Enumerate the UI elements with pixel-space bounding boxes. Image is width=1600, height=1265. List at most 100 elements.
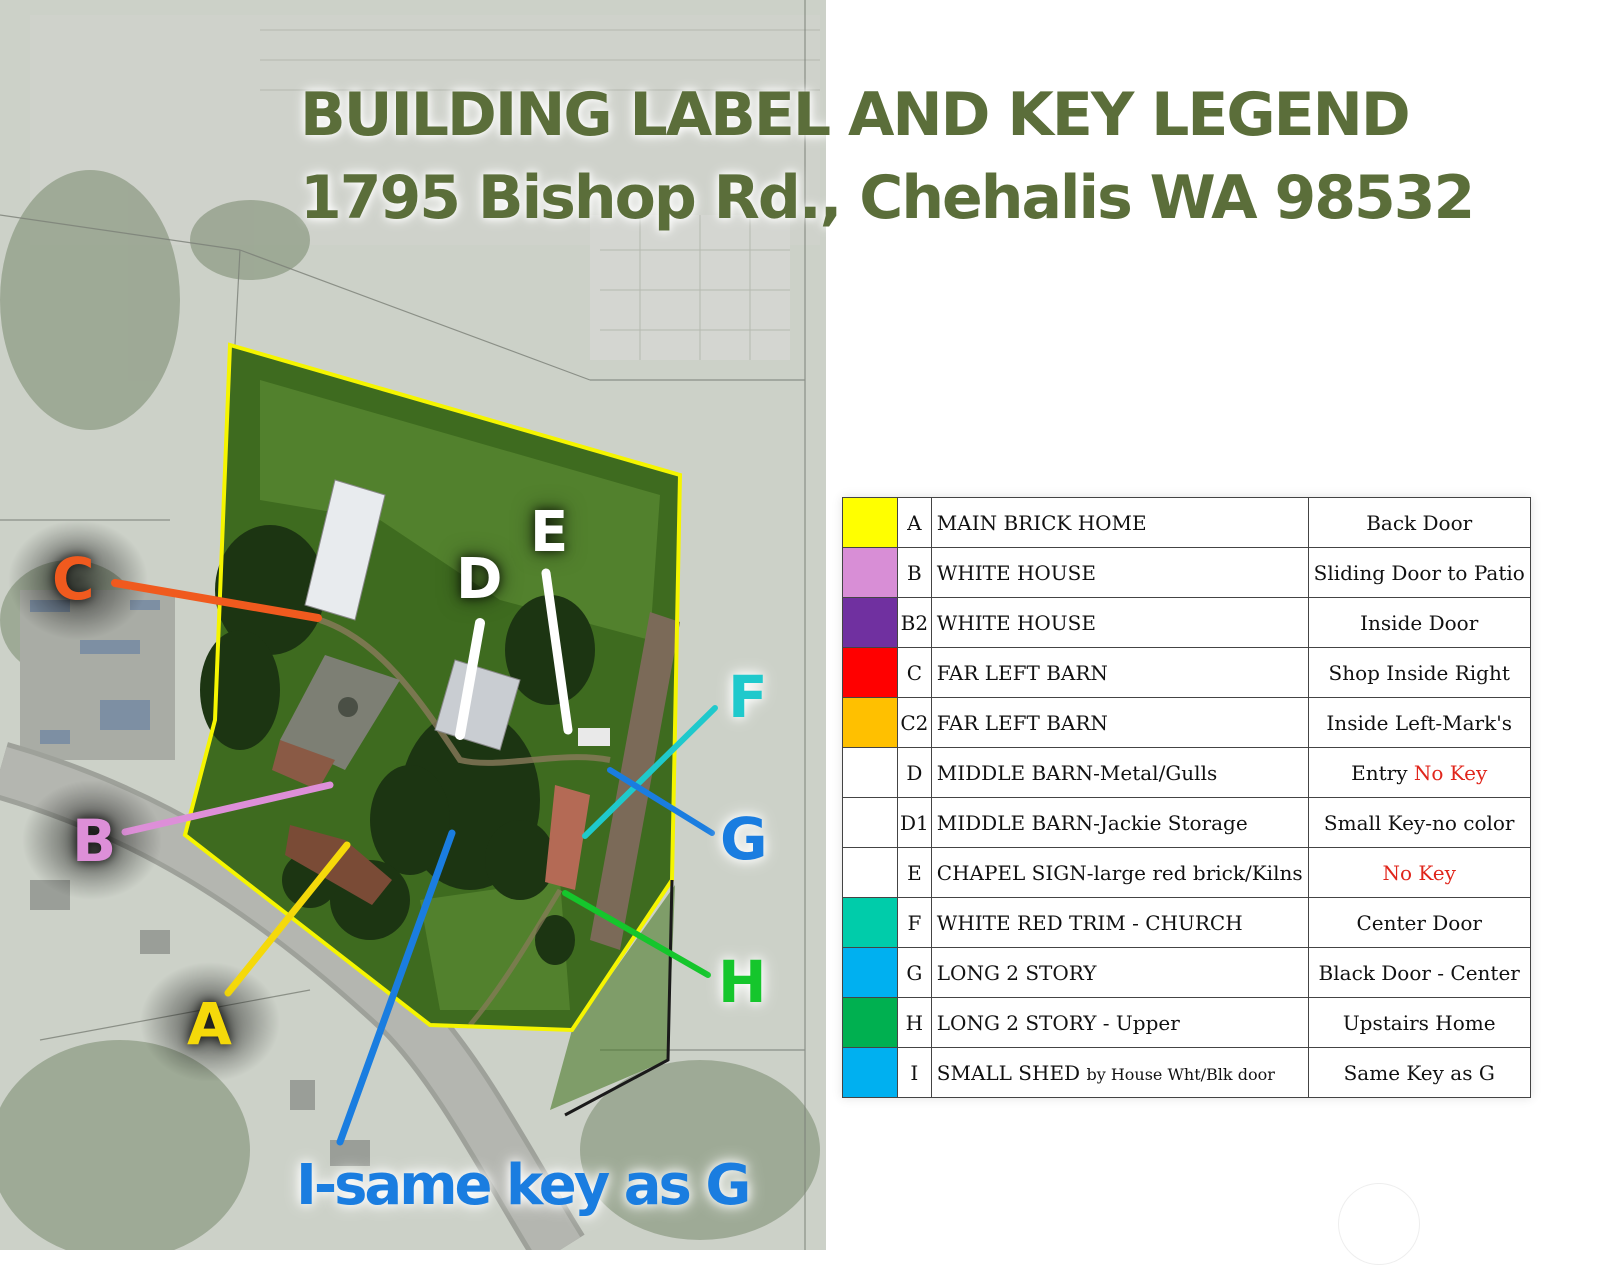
- map-label-c-text: C: [52, 545, 95, 613]
- legend-color-swatch: [842, 647, 898, 698]
- building-f-church[interactable]: [545, 785, 590, 890]
- legend-code: C2: [897, 697, 932, 748]
- map-label-f-text: F: [728, 663, 768, 731]
- legend-color-swatch: [842, 997, 898, 1048]
- leader-g: [607, 767, 715, 836]
- legend-key: Small Key-no color: [1307, 797, 1531, 848]
- legend-building: MIDDLE BARN-Jackie Storage: [930, 797, 1309, 848]
- legend-key-text: Black Door - Center: [1318, 960, 1520, 985]
- legend-building-name: LONG 2 STORY - Upper: [936, 1010, 1180, 1035]
- building-c-barn[interactable]: [304, 479, 386, 621]
- legend-key-text: Small Key-no color: [1323, 810, 1515, 835]
- map-label-e-text: E: [530, 500, 569, 565]
- leader-h: [562, 890, 711, 978]
- building-b-roof[interactable]: [272, 740, 335, 790]
- legend-building: MAIN BRICK HOME: [930, 497, 1309, 548]
- leader-d: [455, 618, 485, 740]
- grass-fields: [260, 380, 660, 1010]
- building-d-middle-barn[interactable]: [434, 659, 521, 751]
- leader-e: [541, 568, 573, 735]
- legend-code: A: [897, 497, 932, 548]
- legend-building: LONG 2 STORY - Upper: [930, 997, 1309, 1048]
- legend-color-swatch: [842, 1047, 898, 1098]
- legend-code: H: [897, 997, 932, 1048]
- legend-building-name: LONG 2 STORY: [936, 960, 1097, 985]
- substation-yard: [590, 215, 790, 360]
- legend-color-swatch: [842, 697, 898, 748]
- legend-key-text: Shop Inside Right: [1328, 660, 1510, 685]
- legend-building: WHITE HOUSE: [930, 547, 1309, 598]
- legend-key: Entry No Key: [1307, 747, 1531, 798]
- building-g-long-2-story[interactable]: [590, 612, 680, 950]
- legend-color-swatch: [842, 947, 898, 998]
- legend-building: CHAPEL SIGN-large red brick/Kilns: [930, 847, 1309, 898]
- building-a-main-brick-home[interactable]: [285, 825, 392, 905]
- label-halos: [8, 520, 280, 1082]
- substation-grid: [260, 29, 820, 360]
- legend-code: D: [897, 747, 932, 798]
- map-label-d-text: D: [456, 547, 503, 612]
- legend-key-warning: No Key: [1382, 860, 1456, 885]
- page-subtitle-address: 1795 Bishop Rd., Chehalis WA 98532: [300, 163, 1475, 233]
- map-label-a: A: [187, 995, 232, 1053]
- legend-building: WHITE RED TRIM - CHURCH: [930, 897, 1309, 948]
- neighbor-buildings: [30, 880, 370, 1166]
- legend-key: Same Key as G: [1307, 1047, 1531, 1098]
- map-label-g: G: [720, 810, 768, 868]
- legend-color-swatch: [842, 497, 898, 548]
- south-path: [468, 888, 563, 1027]
- map-label-i-text: I-same key as G: [296, 1153, 751, 1218]
- legend-code: B: [897, 547, 932, 598]
- map-label-i: I-same key as G: [296, 1158, 751, 1214]
- decorative-circle: [1338, 1183, 1420, 1265]
- building-e-chapel-sign[interactable]: [578, 728, 610, 746]
- round-tank: [338, 697, 358, 717]
- legend-code: F: [897, 897, 932, 948]
- legend-key: Black Door - Center: [1307, 947, 1531, 998]
- leader-f: [582, 705, 718, 839]
- legend-key-text: Sliding Door to Patio: [1313, 560, 1525, 585]
- legend-color-swatch: [842, 547, 898, 598]
- parcel-boundary-dark: [564, 879, 674, 1117]
- legend-key: Inside Door: [1307, 597, 1531, 648]
- legend-building-name: WHITE RED TRIM - CHURCH: [936, 910, 1243, 935]
- map-label-d: D: [456, 552, 502, 608]
- legend-color-swatch: [842, 597, 898, 648]
- legend-color-swatch: [842, 747, 898, 798]
- legend-building-name: CHAPEL SIGN-large red brick/Kilns: [936, 860, 1303, 885]
- leader-c: [111, 579, 322, 622]
- legend-code: E: [897, 847, 932, 898]
- substation-area: [30, 15, 820, 245]
- legend-key-text: Center Door: [1356, 910, 1482, 935]
- legend-building: FAR LEFT BARN: [930, 647, 1309, 698]
- map-label-a-text: A: [187, 990, 232, 1058]
- map-label-c: C: [52, 550, 95, 608]
- legend-building-name: SMALL SHED: [936, 1060, 1087, 1085]
- map-label-h-text: H: [718, 948, 767, 1016]
- aerial-map[interactable]: [0, 0, 826, 1250]
- legend-key: Upstairs Home: [1307, 997, 1531, 1048]
- map-label-g-text: G: [720, 805, 768, 873]
- legend-code: G: [897, 947, 932, 998]
- legend-key: No Key: [1307, 847, 1531, 898]
- legend-code: D1: [897, 797, 932, 848]
- legend-building-name: WHITE HOUSE: [936, 560, 1096, 585]
- legend-code: I: [897, 1047, 932, 1098]
- legend-building-note: by House Wht/Blk door: [1086, 1064, 1275, 1084]
- legend-building: FAR LEFT BARN: [930, 697, 1309, 748]
- legend-code: C: [897, 647, 932, 698]
- legend-key: Center Door: [1307, 897, 1531, 948]
- map-label-f: F: [728, 668, 768, 726]
- leader-a: [224, 841, 351, 997]
- legend-building: WHITE HOUSE: [930, 597, 1309, 648]
- legend-key-text: Upstairs Home: [1342, 1010, 1496, 1035]
